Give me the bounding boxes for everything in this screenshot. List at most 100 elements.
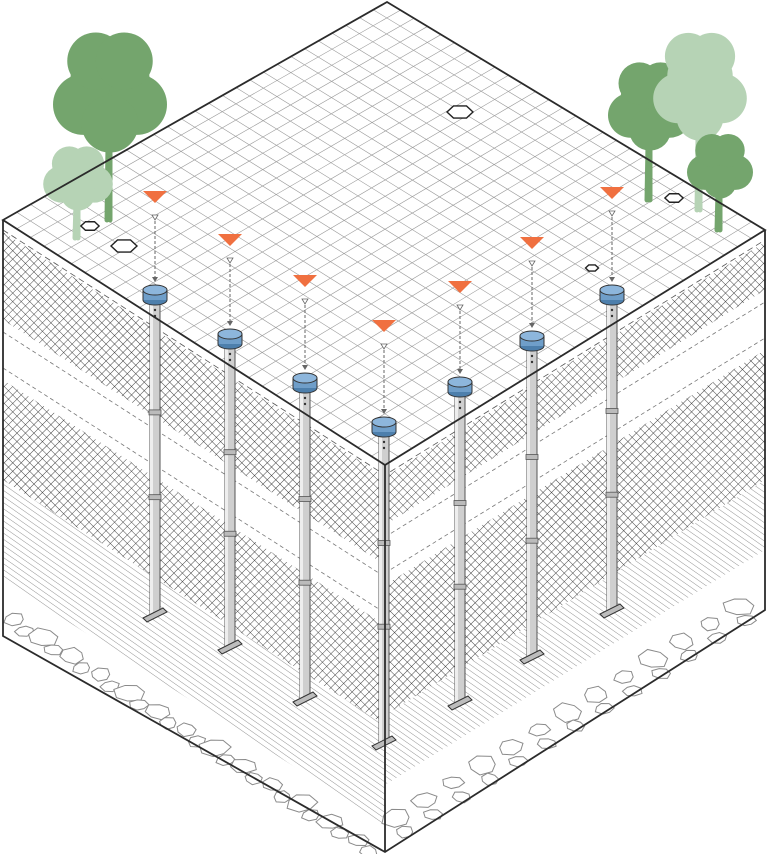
grid-line-b-16 — [221, 132, 604, 361]
guide-arrowhead-icon — [302, 365, 308, 370]
guide-arrowhead-icon — [609, 277, 615, 282]
pile-joint-0 — [223, 449, 237, 456]
grid-line-a-22 — [304, 48, 684, 281]
pile-joint-0 — [605, 408, 619, 414]
grid-line-a-24 — [331, 32, 711, 264]
pile-shaft-highlight — [225, 344, 228, 646]
guide-triangle-icon — [608, 210, 616, 217]
boulder-18 — [262, 777, 284, 791]
pile-joint-1 — [148, 494, 162, 501]
grid-line-a-16 — [222, 95, 603, 331]
boulder-38 — [552, 702, 583, 724]
boulder-24 — [347, 834, 370, 846]
pile-joint-0 — [453, 500, 467, 506]
grid-line-b-27 — [371, 221, 752, 457]
right-sand-band — [385, 290, 765, 585]
pile-cap-top — [292, 372, 318, 384]
survey-marker-icon — [600, 187, 624, 199]
guide-triangle-icon — [380, 343, 388, 350]
right-topsoil-band — [385, 230, 765, 477]
grid-line-a-25 — [345, 25, 725, 256]
pile-cap-top — [447, 376, 473, 388]
pile-bolt-2 — [228, 358, 232, 362]
grid-line-a-23 — [318, 40, 698, 273]
guide-triangle-icon — [151, 214, 159, 221]
pile-joint-0 — [377, 540, 391, 546]
pile-shaft-highlight — [527, 346, 530, 656]
pile-bolt-1 — [458, 400, 462, 404]
boulder-30 — [442, 776, 466, 790]
survey-marker-icon — [520, 237, 544, 249]
boulder-44 — [637, 648, 669, 668]
helix-plate — [142, 607, 168, 623]
right-soil-face — [384, 230, 766, 854]
grid-line-b-15 — [207, 123, 590, 352]
boulder-6 — [91, 667, 111, 682]
grid-line-b-17 — [234, 140, 617, 370]
boulder-37 — [536, 738, 557, 749]
grid-line-b-24 — [330, 197, 712, 431]
survey-marker-icon — [218, 234, 242, 246]
surface-rock-1 — [109, 239, 139, 253]
helix-plate — [599, 603, 625, 619]
boulder-43 — [621, 685, 643, 697]
boulder-32 — [468, 755, 496, 776]
left-soil-face — [2, 220, 386, 854]
boulder-20 — [286, 794, 319, 813]
grid-line-b-26 — [357, 213, 739, 448]
pile-cap-top — [599, 284, 625, 296]
pile-joint-1 — [605, 491, 619, 498]
pile-bolt-2 — [382, 446, 386, 450]
boulder-45 — [651, 668, 672, 679]
pile-shaft-highlight — [300, 388, 303, 698]
surface-rock-3 — [663, 193, 685, 203]
grid-line-b-22 — [302, 180, 685, 413]
left-topsoil-band — [3, 220, 385, 477]
tree-icon-1 — [43, 146, 113, 241]
boulder-23 — [330, 826, 350, 839]
pile-4 — [447, 281, 473, 711]
boulder-29 — [422, 809, 443, 820]
pile-joint-1 — [298, 579, 312, 586]
pile-0 — [142, 191, 168, 623]
boulder-3 — [43, 644, 64, 656]
boulder-26 — [381, 808, 410, 828]
boulder-9 — [129, 699, 150, 711]
right-sand-dash-1 — [384, 337, 766, 574]
right-sand-dash-0 — [384, 301, 766, 538]
pile-bolt-2 — [530, 360, 534, 364]
pile-shaft-highlight — [607, 300, 610, 610]
pile-joint-0 — [148, 409, 162, 416]
left-clay-layer-lower — [3, 380, 385, 725]
boulder-42 — [613, 670, 634, 684]
guide-triangle-icon — [226, 257, 234, 264]
pile-cap-top — [217, 328, 243, 340]
grid-line-a-26 — [359, 17, 739, 248]
pile-shaft-highlight — [150, 300, 153, 614]
pile-bolt-2 — [458, 406, 462, 410]
guide-arrowhead-icon — [529, 323, 535, 328]
boulder-50 — [722, 598, 755, 616]
left-silt-layer — [3, 480, 385, 825]
guide-arrowhead-icon — [227, 321, 233, 326]
grid-line-b-21 — [289, 172, 671, 405]
pile-5 — [519, 237, 545, 665]
boulder-layer — [3, 598, 758, 854]
left-boulder-layer — [3, 580, 385, 854]
pile-bolt-2 — [610, 314, 614, 318]
pile-cap-top — [371, 416, 397, 428]
guide-arrowhead-icon — [152, 277, 158, 282]
pile-6 — [599, 187, 625, 619]
helix-plate — [519, 649, 545, 665]
grid-line-b-14 — [193, 115, 577, 343]
pile-group — [142, 187, 625, 751]
grid-line-b-20 — [275, 164, 658, 396]
pile-bolt-1 — [382, 440, 386, 444]
surface-rock-0 — [445, 105, 475, 119]
grid-line-b-23 — [316, 189, 698, 422]
boulder-34 — [499, 738, 524, 756]
grid-line-a-18 — [249, 79, 630, 315]
grid-line-b-18 — [248, 148, 631, 378]
survey-marker-icon — [143, 191, 167, 203]
